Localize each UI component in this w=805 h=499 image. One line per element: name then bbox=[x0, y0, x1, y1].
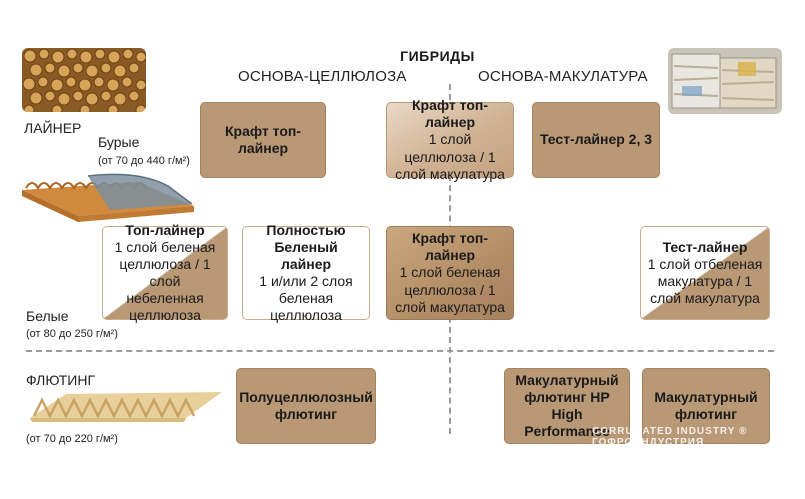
box-test-liner-white-desc: 1 слой отбеленая макулатура / 1 слой мак… bbox=[647, 255, 763, 307]
box-top-liner-white-title: Топ-лайнер bbox=[125, 221, 205, 238]
box-top-liner-white: Топ-лайнер 1 слой беленая целлюлоза / 1 … bbox=[102, 222, 228, 323]
row-label-white: Белые bbox=[26, 308, 69, 324]
box-hybrid-kraft-brown-title: Крафт топ-лайнер bbox=[411, 97, 489, 131]
box-fully-bleached-liner: Полностью Беленый лайнер 1 и/или 2 слоя … bbox=[242, 222, 370, 323]
row-range-white: (от 80 до 250 г/м²) bbox=[26, 328, 118, 340]
box-kraft-top-liner-title: Крафт топ-лайнер bbox=[224, 122, 302, 156]
box-semi-cellulose-fluting: Полуцеллюлозный флютинг bbox=[236, 368, 376, 444]
row-range-fluting: (от 70 до 220 г/м²) bbox=[26, 433, 118, 445]
box-hybrid-kraft-brown: Крафт топ-лайнер 1 слой целлюлоза / 1 сл… bbox=[386, 97, 514, 182]
box-top-liner-white-desc: 1 слой беленая целлюлоза / 1 слой небеле… bbox=[114, 238, 216, 324]
row-range-brown: (от 70 до 440 г/м²) bbox=[98, 155, 190, 167]
row-divider bbox=[26, 350, 774, 352]
box-test-liner-white-title: Тест-лайнер bbox=[662, 238, 748, 255]
box-semi-cellulose-fluting-title: Полуцеллюлозный флютинг bbox=[239, 388, 373, 422]
box-recycled-fluting-hp: Макулатурный флютинг HP High Performance bbox=[504, 368, 630, 444]
box-hybrid-kraft-white: Крафт топ-лайнер 1 слой беленая целлюлоз… bbox=[386, 226, 514, 320]
wastepaper-bales-image bbox=[668, 48, 782, 114]
box-hybrid-kraft-white-desc: 1 слой беленая целлюлоза / 1 слой макула… bbox=[395, 264, 505, 315]
row-label-fluting: ФЛЮТИНГ bbox=[26, 372, 96, 388]
wood-logs-image bbox=[22, 48, 146, 112]
box-hybrid-kraft-brown-desc: 1 слой целлюлоза / 1 слой макулатура bbox=[395, 131, 505, 182]
box-fully-bleached-liner-title: Полностью Беленый лайнер bbox=[266, 221, 346, 272]
box-test-liner-2-3-title: Тест-лайнер 2, 3 bbox=[539, 131, 653, 148]
box-recycled-fluting-title: Макулатурный флютинг bbox=[654, 388, 758, 422]
column-header-cellulose: ОСНОВА-ЦЕЛЛЮЛОЗА bbox=[238, 68, 407, 85]
watermark-logo: CORRUGATED INDUSTRY ® ГОФРОИНДУСТРИЯ bbox=[592, 426, 748, 448]
box-fully-bleached-liner-desc: 1 и/или 2 слоя беленая целлюлоза bbox=[259, 273, 353, 324]
fluting-medium-image bbox=[30, 392, 222, 422]
row-label-brown: Бурые bbox=[98, 134, 140, 150]
box-hybrid-kraft-white-title: Крафт топ-лайнер bbox=[411, 230, 489, 264]
brown-corrugated-board-image bbox=[22, 173, 194, 222]
box-test-liner-2-3: Тест-лайнер 2, 3 bbox=[532, 102, 660, 178]
diagram-title: ГИБРИДЫ bbox=[400, 48, 475, 64]
wastepaper-bales-photo bbox=[668, 48, 782, 114]
wood-logs-photo bbox=[22, 48, 146, 112]
box-recycled-fluting: Макулатурный флютинг bbox=[642, 368, 770, 444]
box-recycled-fluting-hp-title: Макулатурный флютинг HP High Performance bbox=[515, 371, 619, 440]
column-header-recycled: ОСНОВА-МАКУЛАТУРА bbox=[478, 68, 648, 85]
box-kraft-top-liner: Крафт топ-лайнер bbox=[200, 102, 326, 178]
box-test-liner-white: Тест-лайнер 1 слой отбеленая макулатура … bbox=[640, 226, 770, 320]
row-label-liner: ЛАЙНЕР bbox=[24, 120, 82, 136]
